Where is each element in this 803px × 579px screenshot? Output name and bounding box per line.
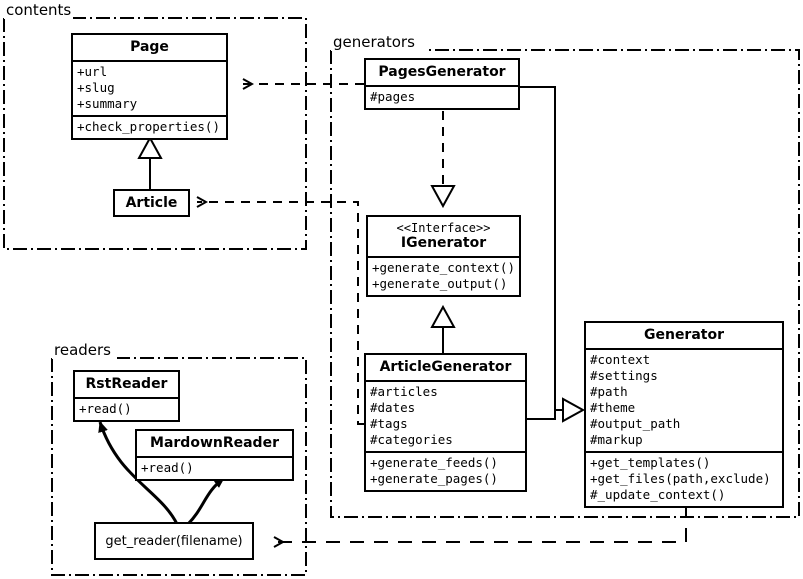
package-label-generators: generators (331, 33, 417, 51)
method-get-templates: +get_templates() (590, 455, 711, 470)
method-generate-context: +generate_context() (372, 260, 515, 275)
attribute-output-path: #output_path (590, 416, 681, 431)
relation-article-to-page (137, 135, 163, 190)
class-box-igenerator[interactable]: <<Interface>> IGenerator +generate_conte… (366, 215, 521, 297)
attribute-url: +url (77, 64, 108, 79)
function-label-get-reader: get_reader(filename) (105, 533, 243, 549)
method-generate-feeds: +generate_feeds() (370, 455, 498, 470)
class-methods-rstreader: +read() (75, 397, 178, 420)
attribute-theme: #theme (590, 400, 636, 415)
method-generate-output: +generate_output() (372, 276, 508, 291)
attribute-settings: #settings (590, 368, 658, 383)
relation-articlegenerator-to-article (197, 202, 364, 425)
attribute-summary: +summary (77, 96, 138, 111)
relation-generator-to-getreader (274, 504, 687, 542)
attribute-slug: +slug (77, 80, 115, 95)
class-methods-generator: +get_templates() +get_files(path,exclude… (586, 451, 782, 506)
package-label-readers: readers (52, 341, 113, 359)
class-attributes-articlegenerator: #articles #dates #tags #categories (366, 380, 525, 451)
method-update-context: #_update_context() (590, 487, 726, 502)
class-name-articlegenerator: ArticleGenerator (379, 359, 512, 375)
class-stereotype-igenerator: <<Interface>> (396, 221, 491, 235)
relation-pagesgenerator-to-generator (520, 86, 586, 423)
class-name-pagesgenerator: PagesGenerator (378, 64, 506, 80)
class-box-articlegenerator[interactable]: ArticleGenerator #articles #dates #tags … (364, 353, 527, 492)
class-methods-mardownreader: +read() (137, 456, 292, 479)
class-methods-articlegenerator: +generate_feeds() +generate_pages() (366, 451, 525, 490)
class-box-page[interactable]: Page +url +slug +summary +check_properti… (71, 33, 228, 140)
class-name-page: Page (130, 39, 169, 55)
class-attributes-page: +url +slug +summary (73, 60, 226, 115)
relation-articlegenerator-to-igenerator (430, 304, 456, 353)
class-name-generator: Generator (643, 327, 724, 343)
method-read-markdown: +read() (141, 460, 194, 475)
class-name-text-igenerator: IGenerator (400, 235, 487, 251)
relation-getreader-to-mardownreader (186, 476, 225, 526)
class-name-rstreader: RstReader (85, 376, 168, 392)
class-name-article: Article (125, 195, 178, 211)
class-methods-page: +check_properties() (73, 115, 226, 138)
package-label-contents: contents (4, 1, 74, 19)
attribute-path: #path (590, 384, 628, 399)
attribute-pages: #pages (370, 89, 416, 104)
attribute-dates: #dates (370, 400, 416, 415)
attribute-tags: #tags (370, 416, 408, 431)
class-attributes-pagesgenerator: #pages (366, 85, 518, 108)
method-generate-pages: +generate_pages() (370, 471, 498, 486)
class-name-igenerator: <<Interface>> IGenerator (368, 217, 519, 256)
class-name-mardownreader: MardownReader (150, 435, 279, 451)
attribute-context: #context (590, 352, 651, 367)
class-box-pagesgenerator[interactable]: PagesGenerator #pages (364, 58, 520, 110)
function-box-get-reader[interactable]: get_reader(filename) (94, 522, 254, 560)
attribute-articles: #articles (370, 384, 438, 399)
class-box-generator[interactable]: Generator #context #settings #path #them… (584, 321, 784, 508)
class-box-article[interactable]: Article (113, 189, 190, 217)
class-attributes-generator: #context #settings #path #theme #output_… (586, 348, 782, 451)
class-box-mardownreader[interactable]: MardownReader +read() (135, 429, 294, 481)
class-methods-igenerator: +generate_context() +generate_output() (368, 256, 519, 295)
class-box-rstreader[interactable]: RstReader +read() (73, 370, 180, 422)
attribute-categories: #categories (370, 432, 453, 447)
method-read-rst: +read() (79, 401, 132, 416)
relation-pagesgenerator-to-igenerator (430, 111, 456, 209)
method-check-properties: +check_properties() (77, 119, 220, 134)
attribute-markup: #markup (590, 432, 643, 447)
method-get-files: +get_files(path,exclude) (590, 471, 771, 486)
relation-articlegenerator-to-generator (527, 410, 556, 420)
